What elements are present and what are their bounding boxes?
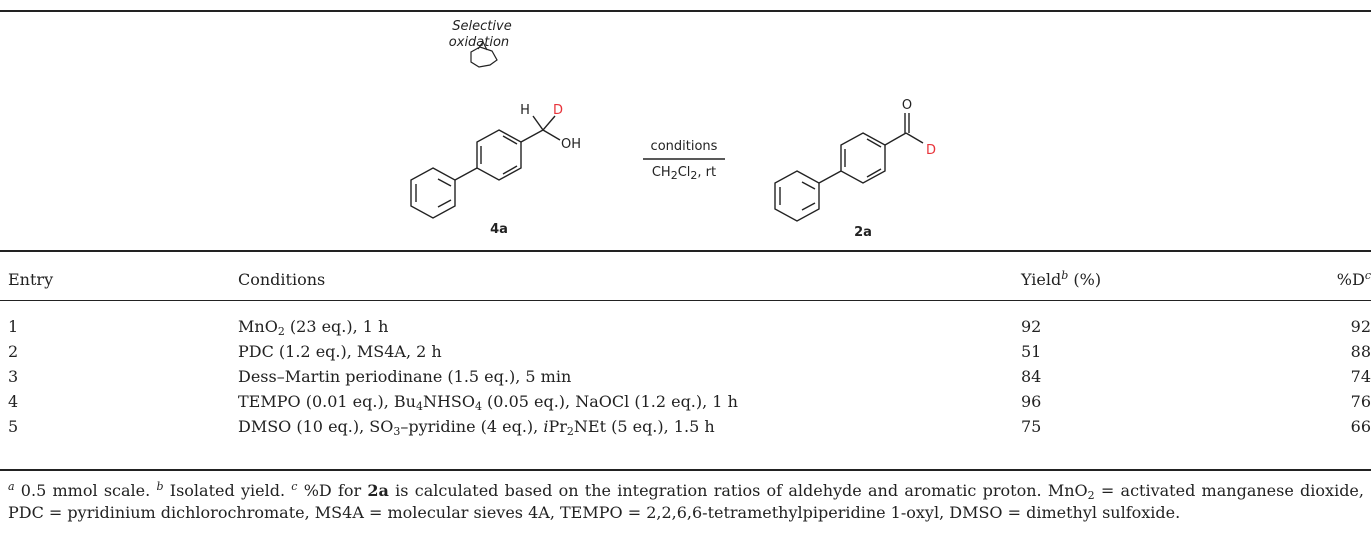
cell-yield: 75 bbox=[1021, 417, 1042, 436]
conditions-label: conditions bbox=[651, 139, 718, 154]
header-bottom-rule bbox=[0, 300, 1371, 301]
cell-entry: 1 bbox=[8, 317, 19, 336]
table-bottom-rule bbox=[0, 469, 1371, 471]
product-biaryl-bond bbox=[818, 170, 842, 184]
solvent-label: CH2Cl2, rt bbox=[651, 165, 717, 182]
table-footnotes: a 0.5 mmol scale. b Isolated yield. c %D… bbox=[8, 480, 1364, 522]
cell-conditions: Dess–Martin periodinane (1.5 eq.), 5 min bbox=[238, 367, 572, 386]
header-yield: Yieldb (%) bbox=[1021, 268, 1102, 289]
cell-yield: 84 bbox=[1021, 367, 1042, 386]
cell-deuterium: 74 bbox=[1350, 367, 1371, 386]
cell-yield: 51 bbox=[1021, 342, 1042, 361]
cell-yield: 92 bbox=[1021, 317, 1042, 336]
table-body: 1 MnO2 (23 eq.), 1 h 92 92 2 PDC (1.2 eq.), M… bbox=[0, 300, 1371, 439]
product-aryl-ring bbox=[840, 132, 886, 184]
product-c-d-bond bbox=[905, 132, 924, 144]
cell-yield: 96 bbox=[1021, 392, 1042, 411]
reactant-c-h-bond bbox=[532, 115, 544, 131]
cell-deuterium: 66 bbox=[1350, 417, 1371, 436]
cell-deuterium: 76 bbox=[1350, 392, 1371, 411]
top-rule bbox=[0, 10, 1371, 12]
pointing-hand-icon bbox=[470, 40, 498, 68]
reactant-aryl-ring bbox=[476, 129, 522, 181]
cell-entry: 4 bbox=[8, 392, 19, 411]
cell-entry: 5 bbox=[8, 417, 19, 436]
header-conditions: Conditions bbox=[238, 269, 326, 289]
d-atom-label-reactant: D bbox=[553, 103, 563, 118]
table-row: 1 MnO2 (23 eq.), 1 h 92 92 bbox=[0, 300, 1371, 339]
results-table: Entry Conditions Yieldb (%) %Dc 1 MnO2 (2… bbox=[0, 258, 1371, 439]
cell-entry: 2 bbox=[8, 342, 19, 361]
cell-conditions: TEMPO (0.01 eq.), Bu4NHSO4 (0.05 eq.), N… bbox=[238, 392, 738, 413]
h-atom-label: H bbox=[520, 103, 530, 118]
product-phenyl-ring bbox=[774, 170, 820, 222]
oh-group-label: OH bbox=[561, 137, 581, 152]
reactant-c-d-bond bbox=[542, 115, 556, 131]
reactant-label: 4a bbox=[490, 222, 508, 237]
cell-deuterium: 92 bbox=[1350, 317, 1371, 336]
reactant-c-oh-bond bbox=[542, 129, 561, 141]
cell-conditions: PDC (1.2 eq.), MS4A, 2 h bbox=[238, 342, 442, 361]
table-row: 2 PDC (1.2 eq.), MS4A, 2 h 51 88 bbox=[0, 339, 1371, 364]
o-atom-label: O bbox=[902, 98, 912, 113]
header-entry: Entry bbox=[8, 269, 54, 289]
d-atom-label-product: D bbox=[926, 143, 936, 158]
cell-conditions: DMSO (10 eq.), SO3–pyridine (4 eq.), iPr… bbox=[238, 417, 715, 438]
reactant-ring-to-carbon-bond bbox=[520, 129, 544, 143]
table-row: 4 TEMPO (0.01 eq.), Bu4NHSO4 (0.05 eq.), … bbox=[0, 389, 1371, 414]
annotation-line2: oxidation bbox=[449, 35, 509, 50]
table-row: 5 DMSO (10 eq.), SO3–pyridine (4 eq.), iP… bbox=[0, 414, 1371, 439]
header-deuterium: %Dc bbox=[1336, 268, 1371, 289]
table-row: 3 Dess–Martin periodinane (1.5 eq.), 5 mi… bbox=[0, 364, 1371, 389]
product-label: 2a bbox=[854, 225, 872, 240]
cell-entry: 3 bbox=[8, 367, 19, 386]
product-ring-to-carbonyl-bond bbox=[884, 132, 907, 146]
reactant-phenyl-ring bbox=[410, 167, 456, 219]
header-top-rule bbox=[0, 250, 1371, 252]
table-header-row: Entry Conditions Yieldb (%) %Dc bbox=[0, 258, 1371, 300]
reactant-biaryl-bond bbox=[454, 167, 478, 181]
cell-conditions: MnO2 (23 eq.), 1 h bbox=[238, 317, 389, 338]
annotation-line1: Selective bbox=[452, 19, 511, 34]
reaction-scheme: Selective oxidation H D OH O D 4a 2a con… bbox=[410, 19, 936, 240]
cell-deuterium: 88 bbox=[1350, 342, 1371, 361]
solvent-label-box: CH2Cl2, rt bbox=[651, 165, 717, 182]
